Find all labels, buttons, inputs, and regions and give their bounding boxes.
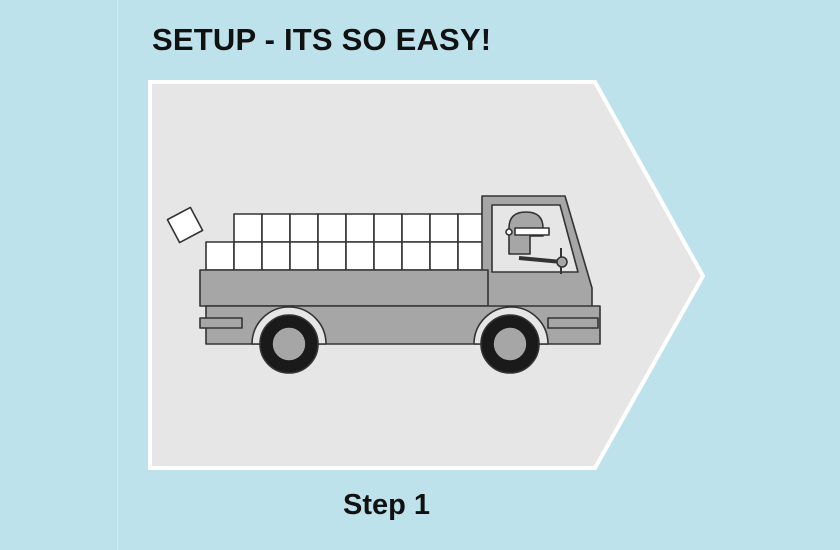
rear-wheel bbox=[259, 314, 319, 374]
page-divider-line bbox=[117, 0, 118, 550]
driver-figure bbox=[505, 211, 568, 274]
falling-box bbox=[166, 206, 204, 244]
truck-bed bbox=[199, 269, 489, 307]
page-title: SETUP - ITS SO EASY! bbox=[152, 22, 492, 57]
cargo-top-row bbox=[233, 213, 487, 243]
front-bumper bbox=[547, 317, 599, 329]
rear-bumper bbox=[199, 317, 243, 329]
step-label: Step 1 bbox=[343, 489, 431, 521]
cargo-bottom-row bbox=[205, 241, 487, 271]
truck-icon bbox=[166, 195, 601, 374]
front-wheel bbox=[480, 314, 540, 374]
